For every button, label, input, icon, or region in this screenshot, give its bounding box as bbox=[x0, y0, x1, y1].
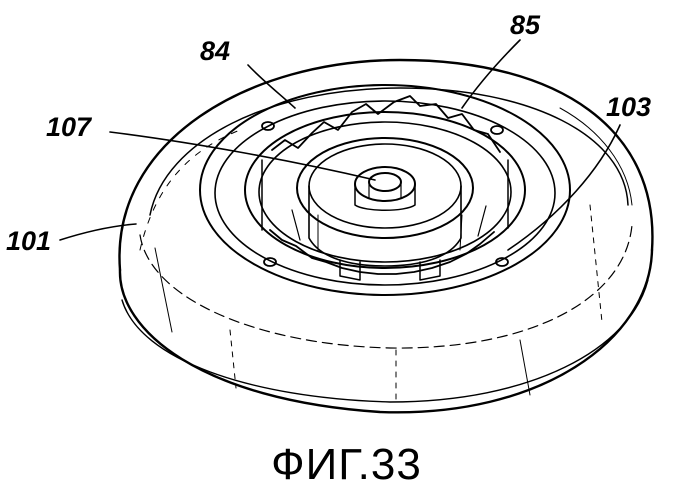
central-hub bbox=[297, 138, 473, 266]
ref-label-107: 107 bbox=[46, 112, 93, 142]
ref-label-84: 84 bbox=[200, 36, 230, 66]
figure-caption: ФИГ.33 bbox=[0, 440, 693, 490]
ref-label-85: 85 bbox=[510, 10, 541, 40]
ref-label-101: 101 bbox=[6, 226, 51, 256]
ref-label-103: 103 bbox=[606, 92, 651, 122]
notched-ring bbox=[245, 96, 525, 280]
